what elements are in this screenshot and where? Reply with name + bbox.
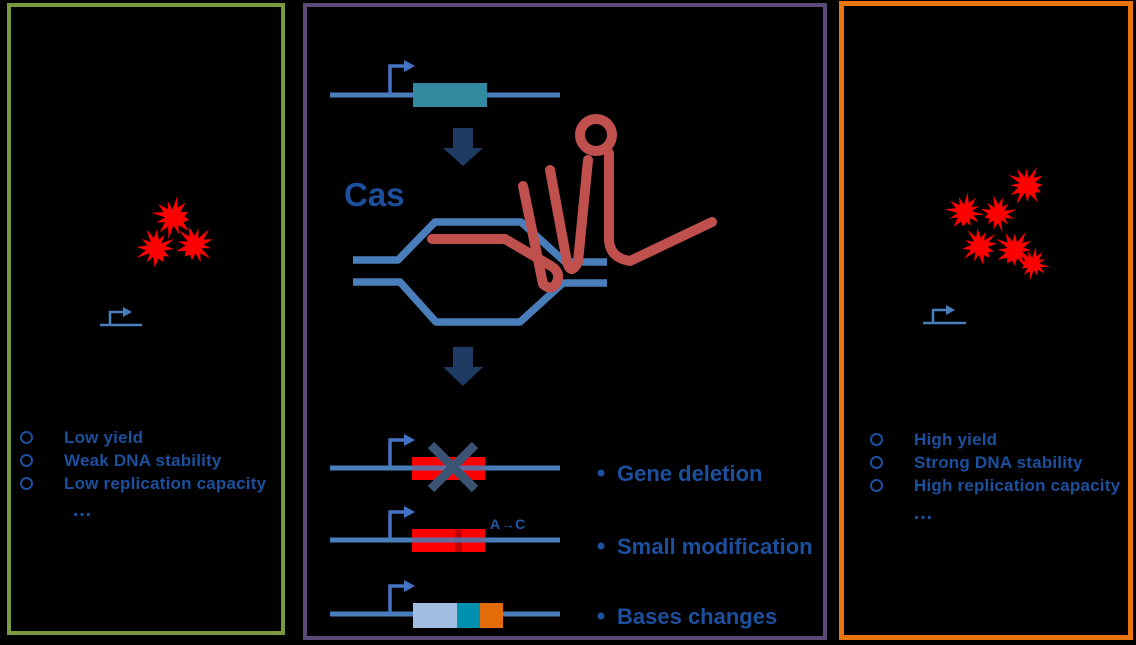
promoter-icon bbox=[923, 305, 966, 325]
property-list: Low yield Weak DNA stability Low replica… bbox=[20, 426, 266, 495]
circle-bullet-icon bbox=[20, 431, 33, 444]
list-item: Low yield bbox=[20, 426, 266, 449]
outcome-label: Bases changes bbox=[617, 604, 778, 629]
list-item-label: Low yield bbox=[64, 427, 144, 447]
panel-before-editing: Low yield Weak DNA stability Low replica… bbox=[7, 3, 285, 635]
ellipsis-label: … bbox=[72, 499, 95, 521]
circle-bullet-icon bbox=[20, 477, 33, 490]
list-item: High replication capacity bbox=[870, 474, 1120, 497]
circle-bullet-icon bbox=[870, 433, 883, 446]
down-arrow-icon bbox=[443, 347, 483, 386]
circle-bullet-icon bbox=[20, 454, 33, 467]
property-list: High yield Strong DNA stability High rep… bbox=[870, 428, 1120, 497]
cas-editing-diagram bbox=[330, 60, 717, 628]
starburst-icon bbox=[176, 226, 213, 263]
grna-loop bbox=[575, 114, 617, 156]
promoter-icon bbox=[100, 307, 142, 327]
starburst-icon bbox=[944, 192, 985, 227]
starburst-icon bbox=[1008, 167, 1043, 205]
base-box-teal bbox=[457, 603, 480, 628]
promoter-icon bbox=[388, 434, 415, 468]
circle-bullet-icon bbox=[870, 479, 883, 492]
list-item-label: Weak DNA stability bbox=[64, 450, 222, 470]
right-panel-graphics bbox=[923, 167, 1050, 325]
outcome-label: Gene deletion bbox=[617, 461, 763, 486]
grna-icon bbox=[427, 114, 717, 293]
list-item: High yield bbox=[870, 428, 1120, 451]
list-item-label: Strong DNA stability bbox=[914, 452, 1083, 472]
list-item-label: High yield bbox=[914, 429, 998, 449]
gene-deletion-row bbox=[330, 434, 605, 493]
list-item-label: Low replication capacity bbox=[64, 473, 267, 493]
base-box-light-blue bbox=[413, 603, 457, 628]
starburst-cluster bbox=[136, 195, 213, 268]
bullet-dot-icon bbox=[597, 542, 605, 550]
bases-changes-row bbox=[330, 580, 605, 628]
list-item: Strong DNA stability bbox=[870, 451, 1120, 474]
starburst-icon bbox=[1020, 246, 1050, 281]
starburst-icon bbox=[136, 229, 175, 268]
down-arrow-icon bbox=[443, 128, 483, 166]
list-item: Low replication capacity bbox=[20, 472, 266, 495]
circle-bullet-icon bbox=[870, 456, 883, 469]
left-panel-graphics bbox=[100, 195, 213, 327]
promoter-icon bbox=[388, 60, 415, 95]
starburst-cluster bbox=[944, 167, 1050, 281]
list-item: Weak DNA stability bbox=[20, 449, 266, 472]
panel-after-editing: High yield Strong DNA stability High rep… bbox=[839, 1, 1133, 640]
outcome-label: Small modification bbox=[617, 534, 813, 559]
small-modification-row bbox=[330, 506, 605, 552]
bullet-dot-icon bbox=[597, 469, 605, 477]
gene-box bbox=[413, 83, 487, 107]
list-item-label: High replication capacity bbox=[914, 475, 1121, 495]
starburst-icon bbox=[961, 228, 997, 265]
mutation-label: A→C bbox=[490, 516, 526, 532]
starburst-icon bbox=[151, 195, 190, 240]
gene-locus bbox=[330, 60, 560, 107]
promoter-icon bbox=[388, 580, 415, 614]
promoter-icon bbox=[388, 506, 415, 540]
starburst-icon bbox=[980, 195, 1017, 232]
cas-label: Cas bbox=[344, 176, 405, 213]
panel-cas-editing: Cas A→C Gene deletion Small modification… bbox=[303, 3, 827, 640]
ellipsis-label: … bbox=[913, 502, 936, 524]
bullet-dot-icon bbox=[597, 612, 605, 620]
base-box-orange bbox=[480, 603, 503, 628]
cross-icon bbox=[427, 441, 479, 493]
